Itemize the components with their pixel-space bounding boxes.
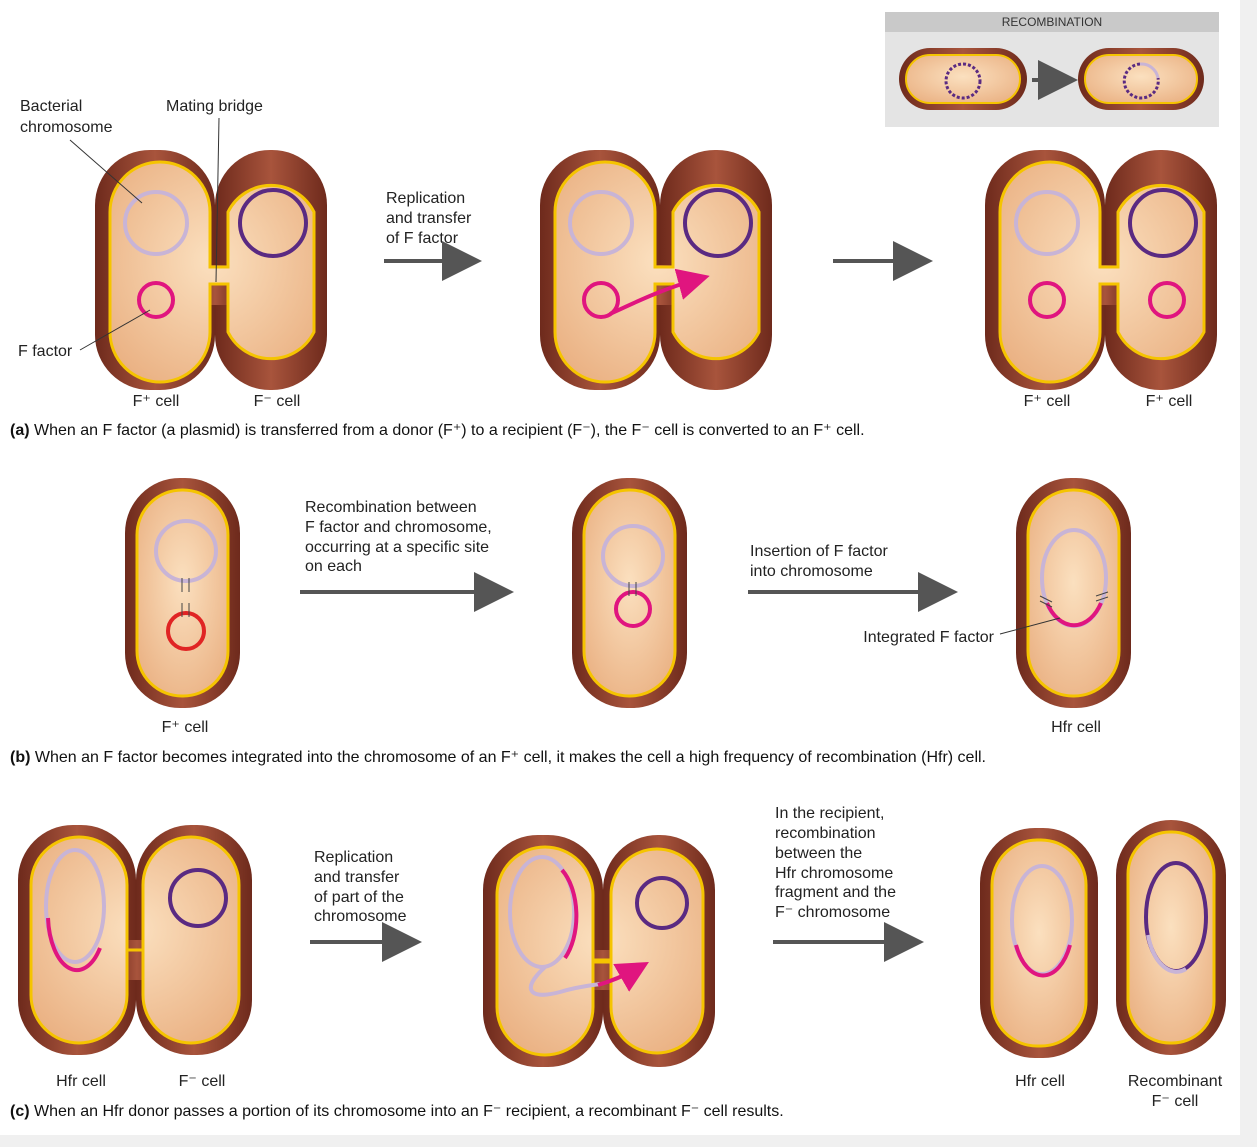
caption-b-text: When an F factor becomes integrated into… — [30, 749, 986, 766]
step-b2-text-1: Insertion of F factor — [750, 543, 889, 560]
cell-pair-a1 — [95, 150, 327, 390]
f-factor-plasmid — [137, 281, 175, 319]
label-b1-cell: F⁺ cell — [162, 719, 209, 736]
label-c1-fminus: F⁻ cell — [179, 1073, 226, 1090]
label-integrated-f-factor: Integrated F factor — [863, 629, 994, 646]
cell-c3-hfr — [980, 828, 1098, 1058]
label-a3-left: F⁺ cell — [1024, 393, 1071, 410]
step-c2-text-1: In the recipient, — [775, 805, 884, 822]
step-b1-text-1: Recombination between — [305, 499, 477, 516]
inset-cell-right — [1078, 48, 1204, 110]
step-c2-text-3: between the — [775, 845, 862, 862]
step-c1-text-2: and transfer — [314, 869, 400, 886]
step-c1-text-1: Replication — [314, 849, 393, 866]
step-b1-text-2: F factor and chromosome, — [305, 519, 492, 536]
chromosome-recipient — [238, 188, 308, 258]
label-fminus-cell: F⁻ cell — [254, 393, 301, 410]
cell-pair-c2 — [483, 835, 715, 1067]
label-c3-recombinant-2: F⁻ cell — [1152, 1093, 1199, 1110]
caption-a: (a) When an F factor (a plasmid) is tran… — [10, 422, 865, 439]
label-b3-cell: Hfr cell — [1051, 719, 1101, 736]
caption-b-letter: (b) — [10, 749, 30, 766]
step-c1-text-3: of part of the — [314, 889, 404, 906]
inset-cell-left — [899, 48, 1027, 110]
label-c3-hfr: Hfr cell — [1015, 1073, 1065, 1090]
caption-a-text: When an F factor (a plasmid) is transfer… — [30, 422, 865, 439]
step-c1-text-4: chromosome — [314, 908, 407, 925]
caption-a-letter: (a) — [10, 422, 30, 439]
caption-c-text: When an Hfr donor passes a portion of it… — [30, 1103, 784, 1120]
step-b1-text-4: on each — [305, 558, 362, 575]
label-f-factor: F factor — [18, 343, 73, 360]
recombination-inset: RECOMBINATION — [885, 12, 1219, 127]
cell-b3 — [1016, 478, 1131, 708]
caption-c: (c) When an Hfr donor passes a portion o… — [10, 1103, 784, 1120]
label-mating-bridge: Mating bridge — [166, 98, 263, 115]
panel-b: F⁺ cell Recombination between F factor a… — [10, 478, 1131, 766]
cell-c3-recombinant — [1116, 820, 1226, 1055]
step-c2-text-5: fragment and the — [775, 884, 896, 901]
step-c2-text-6: F⁻ chromosome — [775, 904, 890, 921]
chromosome-donor — [123, 190, 189, 256]
cell-b2 — [572, 478, 687, 708]
step-c2-text-2: recombination — [775, 825, 876, 842]
cell-b1 — [125, 478, 240, 708]
label-a3-right: F⁺ cell — [1146, 393, 1193, 410]
step-b2-text-2: into chromosome — [750, 563, 873, 580]
step-c2-text-4: Hfr chromosome — [775, 865, 893, 882]
step-a1-text-3: of F factor — [386, 230, 459, 247]
step-a1-text-2: and transfer — [386, 210, 472, 227]
step-b1-text-3: occurring at a specific site — [305, 539, 489, 556]
label-c1-hfr: Hfr cell — [56, 1073, 106, 1090]
label-bacterial-chromosome-2: chromosome — [20, 119, 113, 136]
caption-b: (b) When an F factor becomes integrated … — [10, 749, 986, 766]
panel-a: Bacterial chromosome Mating bridge F fac… — [10, 98, 1217, 439]
step-a1-text-1: Replication — [386, 190, 465, 207]
label-fplus-cell: F⁺ cell — [133, 393, 180, 410]
cell-pair-a2 — [540, 150, 772, 390]
inset-title: RECOMBINATION — [1002, 15, 1102, 29]
panel-c: Hfr cell F⁻ cell Replication and transfe… — [10, 805, 1226, 1120]
label-c3-recombinant-1: Recombinant — [1128, 1073, 1223, 1090]
caption-c-letter: (c) — [10, 1103, 30, 1120]
cell-pair-a3 — [985, 150, 1217, 390]
label-bacterial-chromosome: Bacterial — [20, 98, 82, 115]
cell-pair-c1 — [18, 825, 252, 1055]
